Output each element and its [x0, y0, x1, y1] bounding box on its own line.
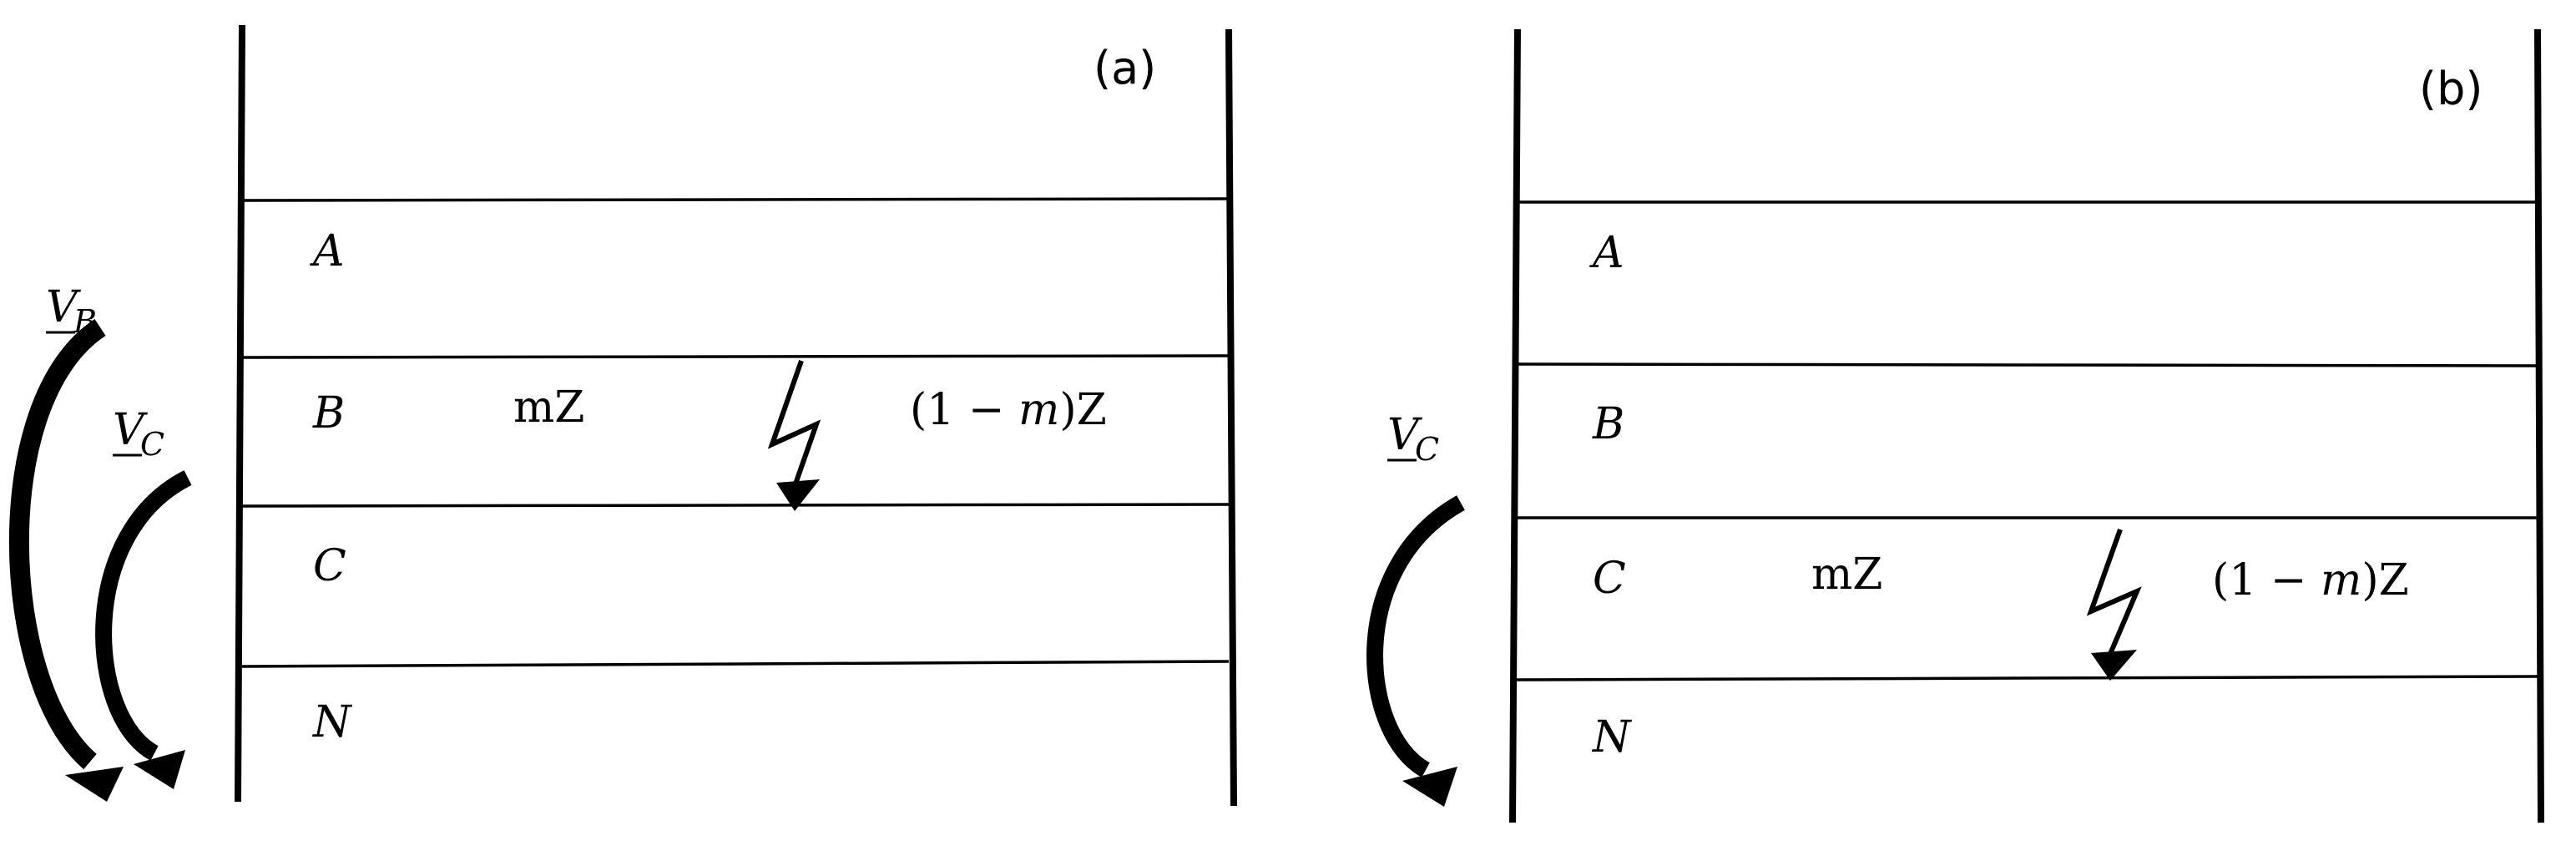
row-label-c: C: [313, 541, 346, 591]
line-ab: [241, 354, 1230, 359]
voltage-arrow-vb: [8, 318, 124, 802]
panel-label: (b): [2419, 63, 2483, 115]
voltage-label-vc: V C: [1387, 410, 1439, 468]
right-bus-bar: [2534, 28, 2544, 823]
svg-text:V: V: [1387, 410, 1422, 460]
impedance-left-label: mZ: [1811, 550, 1882, 600]
panel-a: (a) A B C N mZ (1 − m)Z V B V: [8, 24, 1237, 807]
row-label-b: B: [312, 388, 345, 438]
row-label-a: A: [310, 226, 345, 276]
right-bus-bar: [1225, 28, 1237, 807]
svg-text:V: V: [46, 282, 81, 332]
voltage-arrow-vc: [95, 470, 192, 789]
panel-b: (b) A B C N mZ (1 − m)Z V C: [1366, 28, 2544, 823]
panel-label: (a): [1094, 42, 1156, 94]
row-label-n: N: [1591, 712, 1632, 762]
left-bus-bar: [1509, 28, 1521, 823]
impedance-right-label: (1 − m)Z: [2212, 555, 2409, 605]
voltage-label-vb: V B: [46, 282, 97, 340]
svg-text:V: V: [113, 405, 148, 455]
impedance-left-label: mZ: [513, 382, 584, 433]
fault-lightning-icon: [767, 360, 821, 511]
line-cn: [1513, 675, 2538, 681]
svg-text:B: B: [73, 303, 97, 340]
row-label-a: A: [1589, 228, 1624, 278]
line-ab: [1517, 362, 2538, 367]
voltage-label-vc: V C: [113, 405, 164, 463]
row-label-n: N: [311, 697, 352, 747]
line-bc: [241, 503, 1230, 508]
voltage-arrow-vc: [1366, 495, 1465, 807]
fault-lightning-icon: [2086, 528, 2142, 681]
row-label-c: C: [1593, 554, 1626, 604]
line-cn: [241, 660, 1230, 668]
svg-text:C: C: [1415, 431, 1439, 468]
left-bus-bar: [235, 24, 245, 803]
row-label-b: B: [1592, 399, 1624, 449]
svg-text:C: C: [140, 426, 164, 463]
line-top-a: [241, 197, 1230, 202]
impedance-right-label: (1 − m)Z: [910, 385, 1107, 435]
